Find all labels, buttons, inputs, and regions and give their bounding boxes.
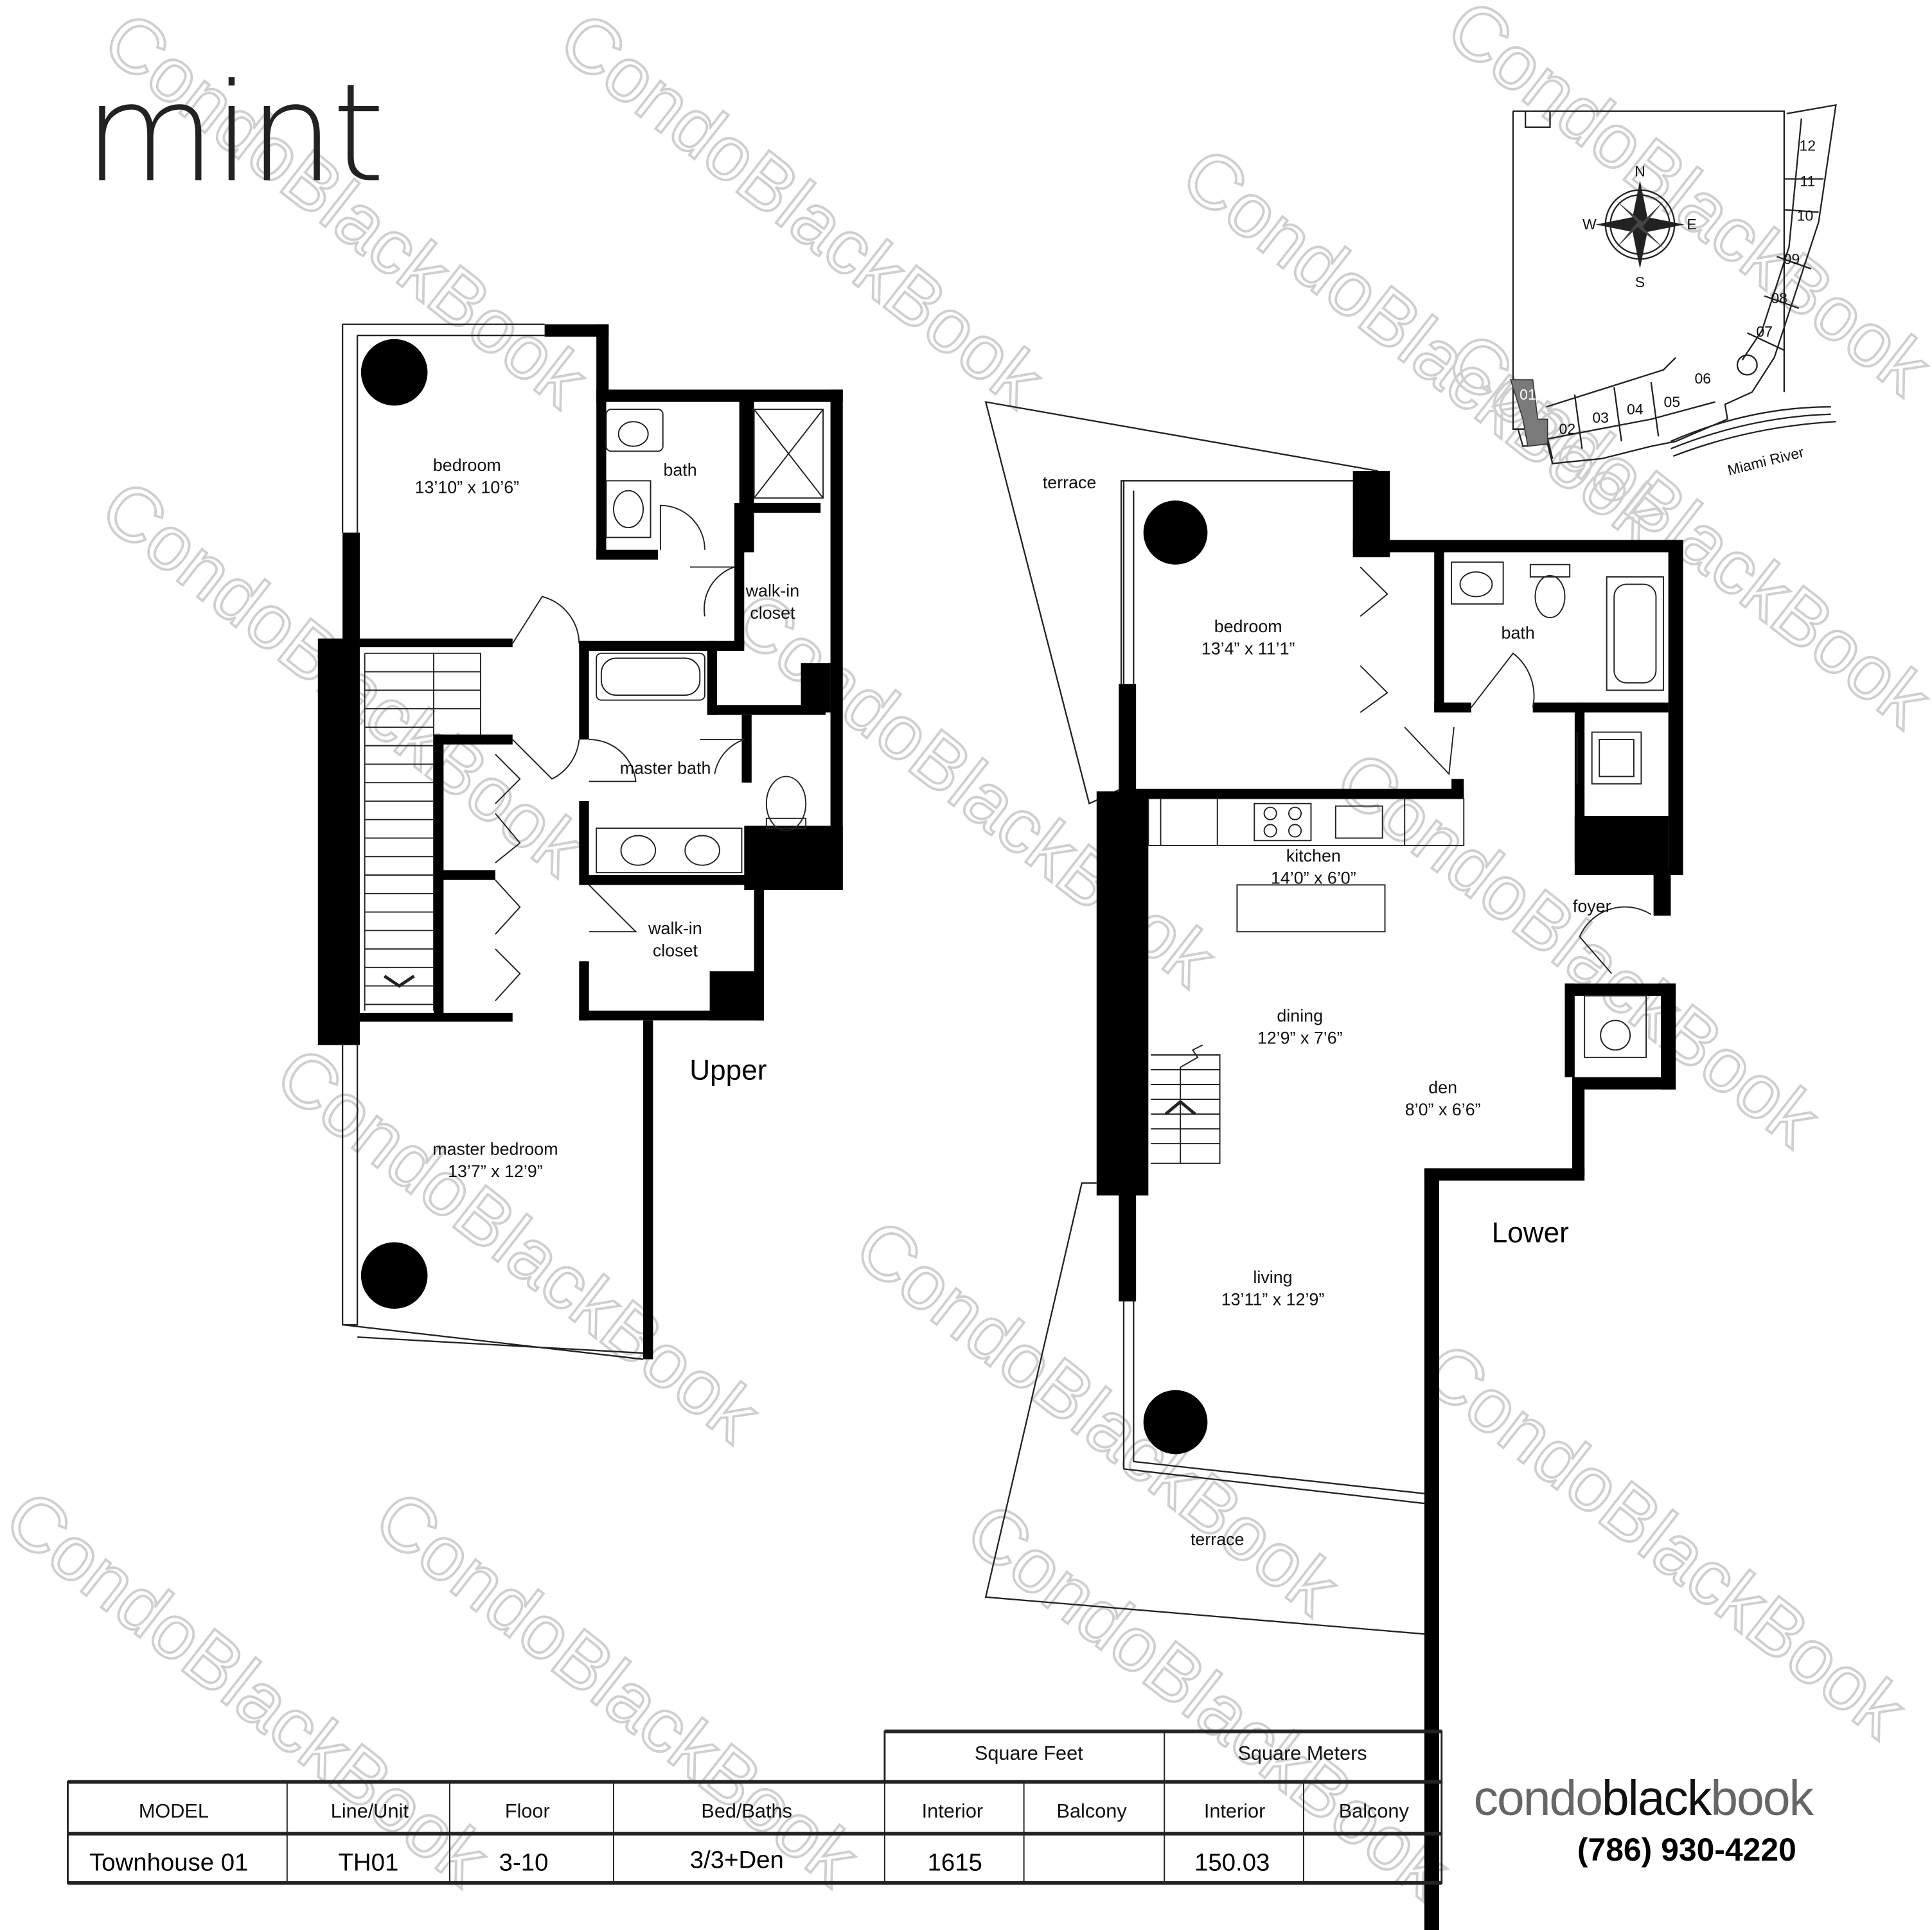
room-name: kitchen [1286,846,1341,865]
room-name: walk-in [648,919,702,938]
room-name: walk-in [745,581,799,601]
table-cell-bedbaths: 3/3+Den [690,1846,784,1874]
watermark: CondoBlackBook [716,574,1231,1003]
compass-s: S [1635,274,1645,290]
watermark: CondoBlackBook [261,1031,775,1459]
column-icon [360,1242,428,1309]
room-dims: 12’9” x 7’6” [1257,1029,1343,1048]
room-dims: 13’11” x 12’9” [1221,1289,1325,1309]
highlighted-unit [1510,379,1548,447]
room-name: den [1428,1077,1457,1097]
mint-logo: mint [84,54,382,212]
room-dims: closet [750,603,795,623]
group-header-sqm: Square Meters [1237,1742,1367,1764]
column-icon [1143,1390,1208,1455]
table-header: MODEL [139,1800,209,1822]
compass-n: N [1635,163,1645,180]
column-icon [360,339,428,406]
unit-label: 09 [1784,251,1800,267]
plan-title-lower: Lower [1492,1217,1569,1248]
unit-info-table [67,1729,1443,1885]
room-name: terrace [1043,473,1097,492]
condoblackbook-logo: condoblackbook [1474,1771,1814,1826]
room-name: foyer [1573,897,1611,916]
room-name: bedroom [1214,617,1282,636]
compass-w: W [1582,216,1597,233]
room-name: terrace [1191,1530,1245,1549]
room-name: bedroom [433,456,501,475]
table-header: Bed/Baths [701,1800,792,1822]
upper-floor-plan: bedroom 13’10” x 10’6” bath walk-in clos… [317,323,843,1360]
room-name: master bedroom [432,1139,558,1158]
room-dims: 13’7” x 12’9” [448,1162,543,1181]
room-dims: closet [653,941,698,961]
table-cell-floor: 3-10 [499,1849,549,1877]
unit-label: 10 [1797,208,1814,224]
unit-label: 08 [1771,290,1787,306]
room-name: living [1253,1268,1292,1287]
table-header: Interior [1204,1800,1265,1822]
unit-label: 05 [1664,393,1681,410]
unit-label: 01 [1520,386,1536,403]
unit-label: 06 [1695,370,1712,387]
unit-label: 02 [1559,420,1576,437]
room-name: dining [1277,1006,1323,1025]
room-dims: 13’10” x 10’6” [415,478,520,497]
table-header: Interior [922,1800,983,1822]
room-dims: 8’0” x 6’6” [1405,1100,1481,1119]
unit-label: 03 [1592,409,1609,426]
table-header: Line/Unit [331,1800,409,1822]
column-icon [1143,500,1208,565]
watermark: CondoBlackBook [1406,1326,1921,1755]
plan-title-upper: Upper [689,1054,767,1086]
table-header: Balcony [1057,1800,1128,1822]
lower-floor-plan: terrace bedroom 13’4” x 11’1” bath kitch… [984,401,1683,1930]
unit-label: 11 [1800,173,1815,190]
room-dims: 14’0” x 6’0” [1271,868,1356,887]
contact-phone: (786) 930-4220 [1577,1832,1796,1868]
unit-label: 07 [1756,323,1773,340]
unit-label: 12 [1800,137,1816,154]
table-header: Balcony [1339,1800,1410,1822]
watermark: CondoBlackBook [544,0,1059,423]
table-cell-sqft-interior: 1615 [928,1849,982,1877]
compass-e: E [1687,216,1696,233]
room-dims: 13’4” x 11’1” [1201,639,1295,659]
group-header-sqft: Square Feet [975,1742,1083,1764]
river-label: Miami River [1726,443,1805,479]
room-name: master bath [620,759,711,778]
unit-label: 04 [1627,401,1644,418]
table-header: Floor [505,1800,550,1822]
table-cell-model: Townhouse 01 [89,1849,248,1877]
table-cell-unit: TH01 [339,1849,399,1877]
room-name: bath [663,461,696,480]
table-cell-sqm-interior: 150.03 [1194,1849,1270,1877]
room-name: bath [1502,623,1535,642]
